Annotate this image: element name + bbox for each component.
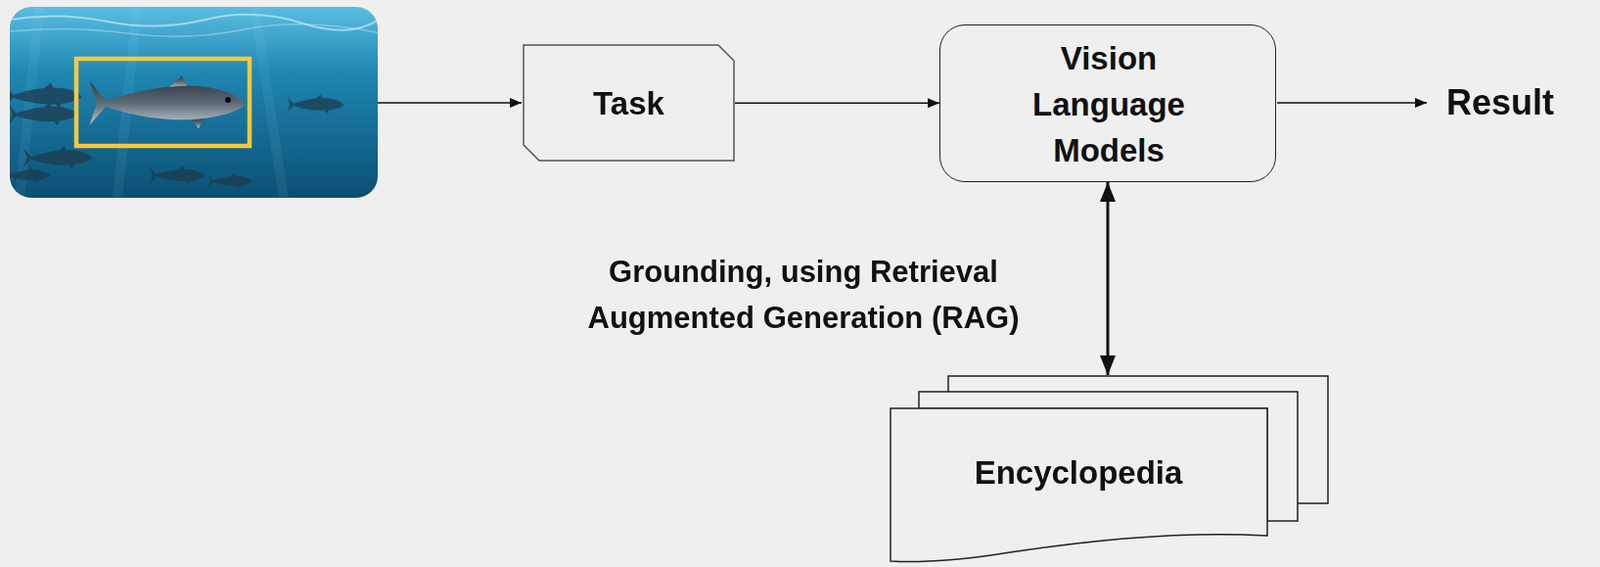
node-text: Encyclopedia [912,451,1245,494]
card-shape [523,45,734,161]
text-holder: Task [522,44,735,162]
node-text: Vision Language Models [1010,35,1207,174]
connector-arrow [1106,182,1110,375]
model-box: Vision Language Models [939,24,1277,183]
photo [9,6,378,198]
output-label: Result [1446,81,1555,124]
document-stack: Encyclopedia [889,374,1329,564]
page-front [890,408,1268,562]
input-arrow [377,101,522,104]
text-holder: Vision Language Models [940,25,1278,183]
node-text: Task [536,82,723,125]
text-holder: Encyclopedia [889,408,1268,536]
output-arrow [1277,101,1427,104]
bounding-box [76,58,250,146]
task-card: Task [522,44,735,162]
edge-label: Grounding, using Retrieval Augmented Gen… [522,248,1086,341]
connector-arrow [734,102,940,105]
